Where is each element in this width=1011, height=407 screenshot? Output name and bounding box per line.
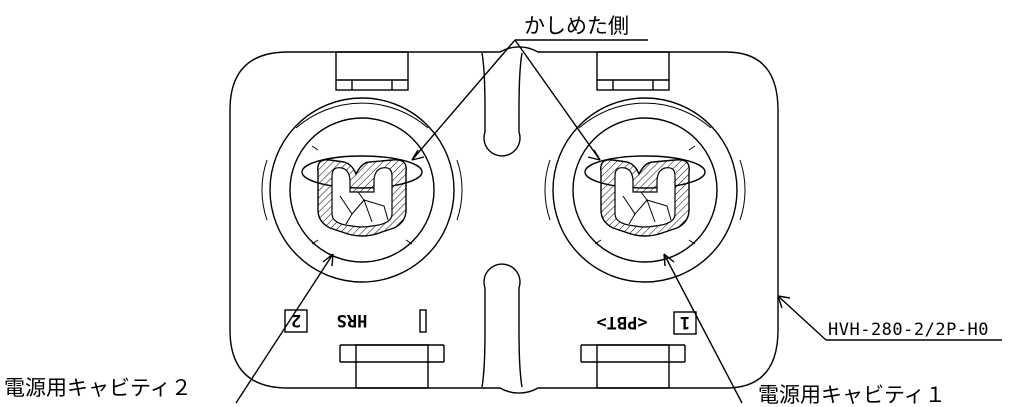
housing-outline bbox=[229, 46, 779, 394]
marking-right: 1 <PBT> bbox=[596, 311, 697, 335]
label-part-number: HVH-280-2/2P-H0 bbox=[828, 320, 989, 340]
leader-part-number bbox=[777, 295, 1002, 341]
latch-tab-top-left bbox=[335, 51, 409, 91]
marking-left: 2 HRS bbox=[284, 309, 427, 333]
cavity-2 bbox=[261, 97, 463, 283]
label-cavity-1: 電源用キャビティ１ bbox=[758, 383, 946, 407]
svg-text:2: 2 bbox=[291, 310, 301, 330]
svg-text:HRS: HRS bbox=[337, 310, 368, 330]
latch-tab-bottom-left bbox=[339, 344, 445, 389]
leader-cavity-1 bbox=[663, 253, 743, 404]
svg-text:1: 1 bbox=[680, 312, 690, 332]
latch-tab-bottom-right bbox=[580, 344, 686, 389]
cavity-1 bbox=[544, 97, 746, 283]
label-cavity-2: 電源用キャビティ２ bbox=[4, 376, 192, 400]
lower-notch bbox=[481, 263, 523, 388]
svg-text:<PBT>: <PBT> bbox=[596, 312, 647, 332]
leader-cavity-2 bbox=[235, 253, 334, 404]
upper-notch bbox=[481, 52, 523, 157]
latch-tab-top-right bbox=[596, 51, 670, 91]
leader-crimp-side bbox=[411, 39, 648, 161]
label-crimp-side: かしめた側 bbox=[524, 14, 629, 38]
